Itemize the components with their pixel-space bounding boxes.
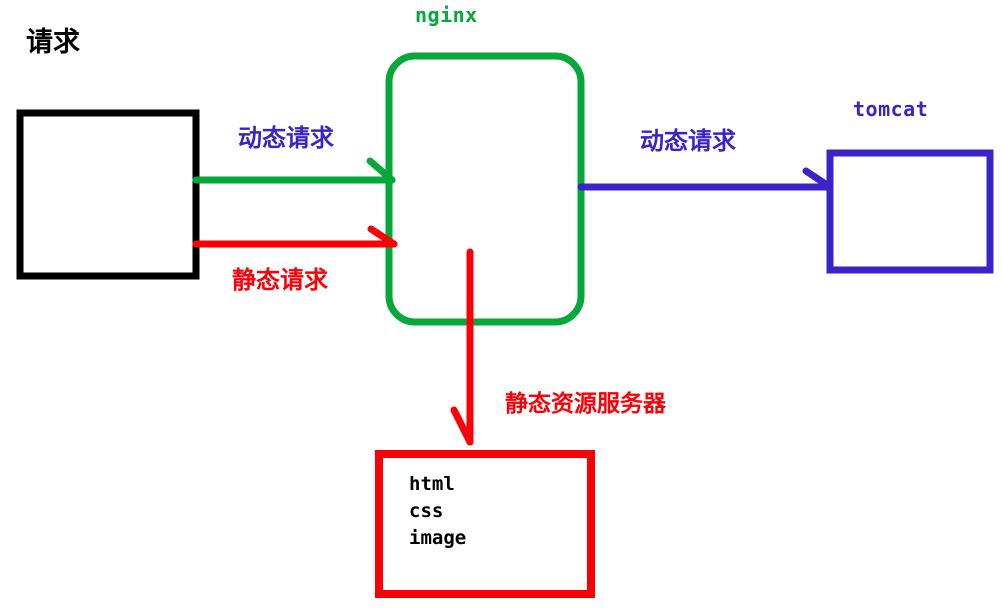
nginx-box <box>385 52 585 326</box>
client-label: 请求 <box>26 27 80 58</box>
tomcat-box <box>826 149 994 274</box>
edge-nginx-to-tomcat <box>577 167 834 191</box>
edge-label-client-nginx-dynamic: 动态请求 <box>238 124 334 152</box>
client-box <box>16 109 200 280</box>
static-box-line-image: image <box>409 527 467 549</box>
static-box-line-html: html <box>409 473 455 495</box>
static-box-line-css: css <box>409 500 444 522</box>
tomcat-label: tomcat <box>853 97 929 121</box>
nginx-label: nginx <box>415 3 478 27</box>
edge-client-to-nginx-dynamic <box>192 157 396 184</box>
static-server-box <box>375 450 595 598</box>
edge-nginx-to-static-server <box>450 248 474 446</box>
static-server-label: 静态资源服务器 <box>505 391 666 417</box>
edge-label-client-nginx-static: 静态请求 <box>232 266 328 294</box>
edge-label-nginx-tomcat: 动态请求 <box>640 127 736 155</box>
edge-client-to-nginx-static <box>192 225 398 248</box>
